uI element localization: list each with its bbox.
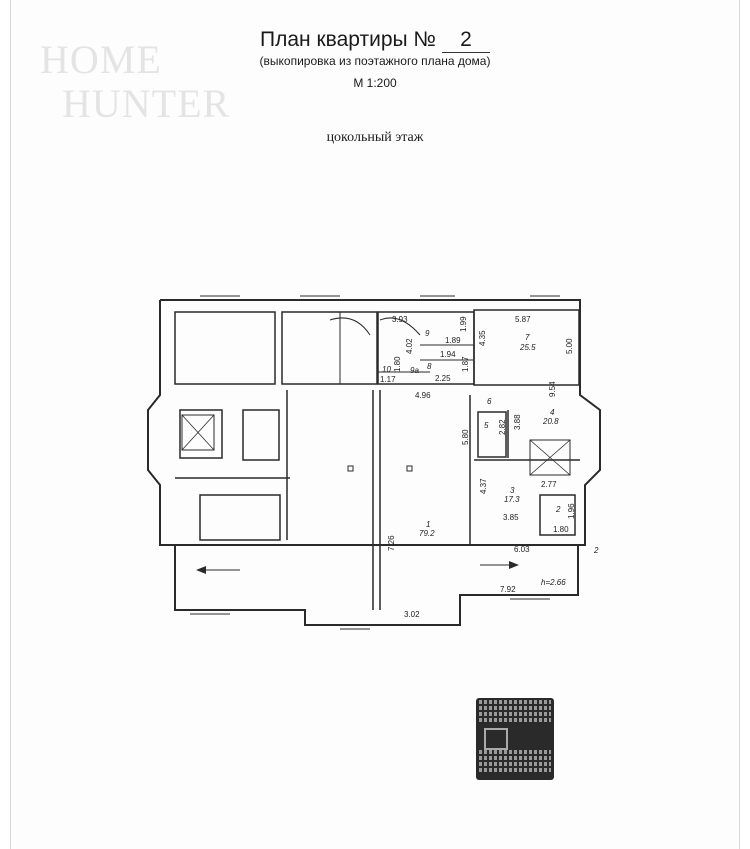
dim-label: 3.85 [503,513,519,522]
watermark-line-2: HUNTER [62,81,231,126]
room-number-label: 8 [427,362,432,371]
watermark-line-1: HOME [40,37,162,82]
watermark-logo: HOME HUNTER [40,38,230,126]
dim-label: 4.96 [415,391,431,400]
dim-label: 1.17 [380,375,396,384]
dim-label: 1.89 [445,336,461,345]
dim-label: 5.87 [515,315,531,324]
scale-label: М 1:200 [353,76,397,90]
apartment-number: 2 [441,28,490,53]
title-prefix: План квартиры № [260,28,436,51]
dim-label: 4.37 [479,478,488,494]
dim-label: 6.03 [514,545,530,554]
dim-label: 2.25 [435,374,451,383]
dim-label: 1.80 [553,525,569,534]
room-number-label: 9 [425,329,430,338]
dim-label: 1.99 [459,316,468,332]
dim-label: 1.96 [567,503,576,519]
room-number-label: 4 [550,408,555,417]
room-number-label: 1 [426,520,430,529]
stamp-emblem-icon [484,728,508,750]
floor-label: цокольный этаж [326,130,424,145]
dim-label: 1.94 [440,350,456,359]
dim-label: 5.80 [461,429,470,445]
dim-label: 7.92 [500,585,516,594]
dim-label: 9.54 [548,381,557,397]
room-area-label: 79.2 [419,529,435,538]
room-area-label: 20.8 [542,417,559,426]
dim-label: 2.82 [498,419,507,435]
document-sheet [10,0,740,849]
room-number-label: 3 [510,486,515,495]
dim-label: 5.00 [565,338,574,354]
room-number-label: 5 [484,421,489,430]
official-stamp [476,698,554,780]
dim-label: 2.77 [541,480,557,489]
subtitle: (выкопировка из поэтажного плана дома) [259,54,491,68]
plan-outer-wall [147,299,601,626]
room-number-label: 9а [410,366,419,375]
dim-label: 1.87 [461,356,470,372]
room-number-label: 7 [525,333,530,342]
dim-label: 1.80 [393,356,402,372]
apartment-marker: 2 [593,546,599,555]
room-number-label: 10 [382,365,391,374]
room-number-label: 6 [487,397,492,406]
room-area-label: 25.5 [519,343,536,352]
ceiling-height-note: h=2.66 [541,578,566,587]
dim-label: 3.02 [404,610,420,619]
dim-label: 4.35 [478,330,487,346]
dim-label: 7.26 [387,535,396,551]
room-number-label: 2 [555,505,561,514]
dim-label: 4.02 [405,338,414,354]
dim-label: 3.93 [392,315,408,324]
room-area-label: 17.3 [504,495,520,504]
dim-label: 3.88 [513,414,522,430]
